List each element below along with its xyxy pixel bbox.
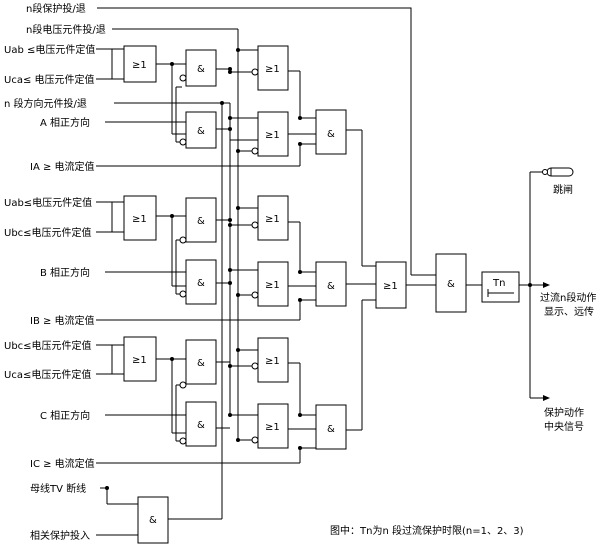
and-gate-c-out	[315, 404, 347, 450]
label-uab-1: Uab ≤电压元件定值	[4, 43, 95, 56]
label-a-direction: A 相正方向	[40, 116, 90, 129]
arrow-signal-icon	[543, 395, 550, 401]
gate-text: ≥1	[265, 356, 280, 367]
gate-text: ≥1	[132, 355, 147, 366]
wire-stage-enable	[97, 7, 412, 250]
gate-text: &	[197, 126, 205, 137]
gate-text: ≥1	[265, 130, 280, 141]
gate-text: &	[197, 420, 205, 431]
label-ia-current: IA ≥ 电流定值	[30, 160, 95, 173]
or-gate-a-2	[257, 111, 289, 157]
and-gate-b-direction	[185, 259, 217, 305]
gate-text: ≥1	[265, 214, 280, 225]
junction-dots	[105, 48, 532, 490]
or-gate-c-2	[257, 403, 289, 449]
gate-text: ≥1	[132, 214, 147, 225]
trip-terminal-icon	[542, 169, 548, 175]
label-stage-enable: n段保护投/退	[26, 2, 86, 15]
and-gate-a-direction	[185, 111, 217, 149]
gate-text: ≥1	[265, 422, 280, 433]
and-gate-b-out	[315, 261, 347, 307]
gate-text: &	[197, 278, 205, 289]
label-signal-2: 中央信号	[544, 420, 584, 433]
arrowheads	[543, 282, 550, 401]
or-gate-a-1	[257, 45, 289, 91]
gate-text: &	[447, 279, 455, 290]
and-gate-bus-tv	[137, 496, 169, 544]
gate-text: &	[149, 515, 157, 526]
and-gate-a-out	[315, 109, 347, 155]
or-gate-c-voltage	[123, 336, 157, 382]
label-ic-current: IC ≥ 电流定值	[30, 457, 95, 470]
label-c-direction: C 相正方向	[40, 409, 90, 422]
or-gate-c-1	[257, 337, 289, 383]
label-related-protection: 相关保护投入	[30, 529, 90, 542]
gate-text: ≥1	[383, 281, 398, 292]
and-gate-c-direction	[185, 401, 217, 447]
output-labels: 跳闸 过流n段动作 显示、远传 保护动作 中央信号	[540, 183, 596, 433]
arrow-display-icon	[543, 282, 550, 288]
label-ubc-2: Ubc≤电压元件定值	[4, 339, 92, 352]
and-gate-b-voltage	[185, 197, 217, 243]
label-ib-current: IB ≥ 电流定值	[30, 314, 95, 327]
gates	[123, 45, 520, 544]
trip-coil-icon	[546, 167, 574, 177]
gate-labels: ≥1 & & ≥1 ≥1 & ≥1 & & ≥1 ≥1 & ≥1 & & ≥1 …	[132, 60, 505, 526]
gate-text: &	[197, 64, 205, 75]
or-gate-b-1	[257, 195, 289, 241]
label-direction-enable: n 段方向元件投/退	[4, 97, 87, 110]
and-gate-final	[435, 253, 467, 313]
figure-caption: 图中：Tn为n 段过流保护时限(n=1、2、3)	[330, 524, 524, 537]
label-b-direction: B 相正方向	[40, 266, 90, 279]
or-gate-b-2	[257, 261, 289, 307]
gate-text: &	[327, 129, 335, 140]
gate-text: &	[197, 358, 205, 369]
and-gate-c-voltage	[185, 339, 217, 385]
or-gate-b-voltage	[123, 195, 157, 241]
gate-text: &	[327, 424, 335, 435]
or-gate-a-voltage	[123, 45, 157, 83]
label-uca-2: Uca≤电压元件定值	[4, 368, 91, 381]
gate-text: ≥1	[265, 64, 280, 75]
label-signal-1: 保护动作	[544, 406, 584, 419]
label-trip: 跳闸	[553, 183, 573, 196]
wires	[96, 7, 543, 536]
label-display-1: 过流n段动作	[540, 291, 596, 304]
gate-text: &	[197, 216, 205, 227]
label-display-2: 显示、远传	[544, 306, 594, 318]
gate-text: ≥1	[132, 60, 147, 71]
label-uca-1: Uca≤ 电压元件定值	[4, 73, 95, 86]
gate-text: ≥1	[265, 280, 280, 291]
label-uab-2: Uab≤电压元件定值	[4, 196, 92, 209]
label-bus-tv-break: 母线TV 断线	[30, 482, 86, 495]
label-voltage-enable: n段电压元件投/退	[26, 23, 106, 36]
label-ubc-1: Ubc≤电压元件定值	[4, 226, 92, 239]
timer-text: Tn	[492, 278, 505, 289]
gate-text: &	[327, 281, 335, 292]
inversion-bubbles	[179, 68, 259, 445]
or-gate-combine	[375, 261, 407, 309]
input-labels: n段保护投/退 n段电压元件投/退 Uab ≤电压元件定值 Uca≤ 电压元件定…	[4, 2, 106, 542]
and-gate-a-voltage	[185, 49, 217, 87]
timer-symbol	[487, 289, 514, 297]
